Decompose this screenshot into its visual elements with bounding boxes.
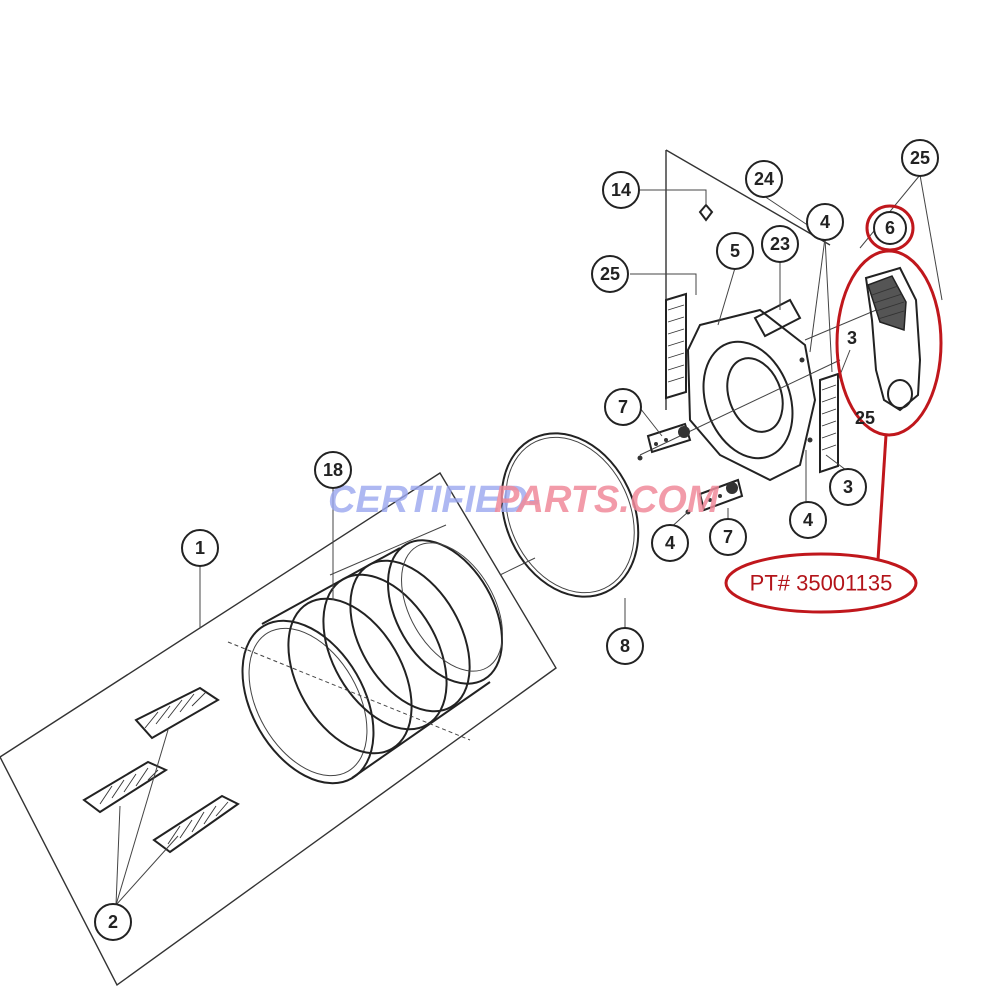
drum-shaft-line <box>329 524 447 576</box>
callout-25-lower: 25 <box>855 408 875 428</box>
svg-text:25: 25 <box>910 148 930 168</box>
callout-3-lower: 3 <box>829 468 867 506</box>
bulkhead-shaft-line <box>639 359 841 456</box>
baffle-1 <box>134 686 220 740</box>
callout-25-top: 25 <box>901 139 939 177</box>
drive-belt <box>499 432 640 630</box>
leader-4-top-a <box>809 237 826 353</box>
callout-14: 14 <box>602 171 640 209</box>
svg-text:4: 4 <box>820 212 830 232</box>
drum-front-rim <box>241 619 375 785</box>
bracket-23 <box>753 298 802 338</box>
baffle-2 <box>82 760 169 814</box>
leader-5 <box>717 267 736 326</box>
svg-text:3: 3 <box>843 477 853 497</box>
leader-2-b <box>115 729 169 906</box>
callout-3-upper: 3 <box>847 328 857 348</box>
callout-5: 5 <box>716 232 754 270</box>
highlighted-part: PT# 35001135 <box>724 204 943 614</box>
svg-text:18: 18 <box>323 460 343 480</box>
watermark-part-b: PARTS.COM <box>494 479 720 521</box>
callout-2: 2 <box>94 903 132 941</box>
callout-24: 24 <box>745 160 783 198</box>
svg-text:25: 25 <box>600 264 620 284</box>
drum-group-frame <box>0 472 557 987</box>
svg-text:23: 23 <box>770 234 790 254</box>
drum-axis-lower <box>227 641 471 741</box>
part-number-label: PT# 35001135 <box>750 571 893 596</box>
highlight-callout-6 <box>865 204 915 252</box>
svg-text:4: 4 <box>665 533 675 553</box>
leader-2-c <box>115 835 179 906</box>
slide-strip-left <box>665 292 687 400</box>
leader-25-top-b <box>919 174 943 301</box>
leader-4-top-b <box>824 237 833 373</box>
callout-18: 18 <box>314 451 352 489</box>
baffle-3 <box>152 794 240 854</box>
svg-text:25: 25 <box>855 408 875 428</box>
callout-7-upper: 7 <box>604 388 642 426</box>
callout-8: 8 <box>606 627 644 665</box>
drum-back-inner <box>401 542 503 672</box>
svg-text:2: 2 <box>108 912 118 932</box>
callout-4-bottom: 4 <box>789 501 827 539</box>
hook-14 <box>698 203 714 222</box>
bulkhead-opening-inner <box>726 357 784 433</box>
glide-hole <box>887 379 913 409</box>
highlight-connector <box>876 434 888 561</box>
callout-1: 1 <box>181 529 219 567</box>
screw-mid-right <box>807 437 813 443</box>
drum-ring-3 <box>349 559 471 713</box>
screw-left <box>637 455 643 461</box>
callout-6: 6 <box>873 211 907 245</box>
svg-text:7: 7 <box>723 527 733 547</box>
drum-bottom-edge <box>351 681 491 779</box>
bulkhead-opening-outer <box>702 340 794 460</box>
watermark: CERTIFIED- PARTS.COM <box>328 479 720 521</box>
watermark-part-a: CERTIFIED- <box>328 479 541 521</box>
slide-strip-right <box>819 372 839 474</box>
callout-4-top: 4 <box>806 203 844 241</box>
drum-ring-1 <box>287 597 413 755</box>
leader-2-a <box>115 805 121 906</box>
callout-7-lower: 7 <box>709 518 747 556</box>
svg-text:24: 24 <box>754 169 774 189</box>
svg-text:1: 1 <box>195 538 205 558</box>
leader-14 <box>640 189 707 205</box>
callouts: 1 2 18 8 7 7 4 4 <box>94 139 939 941</box>
svg-text:6: 6 <box>885 218 895 238</box>
leader-3-lower <box>825 454 847 471</box>
glide-pad <box>867 275 907 332</box>
callout-23: 23 <box>761 225 799 263</box>
belt-link-line <box>499 557 536 576</box>
belt-outer <box>500 432 640 598</box>
callout-25-left: 25 <box>591 255 629 293</box>
drum-top-edge <box>261 547 401 625</box>
drum-assembly <box>0 472 557 987</box>
part-number-oval <box>724 552 918 614</box>
svg-text:3: 3 <box>847 328 857 348</box>
frame-top-edge <box>665 149 831 246</box>
drum-front-inner <box>248 627 368 777</box>
drum-ring-2 <box>322 573 448 731</box>
svg-text:5: 5 <box>730 241 740 261</box>
screw-upper-right <box>799 357 805 363</box>
svg-text:7: 7 <box>618 397 628 417</box>
leader-25-left <box>630 273 697 295</box>
svg-text:4: 4 <box>803 510 813 530</box>
svg-text:14: 14 <box>611 180 631 200</box>
callout-4-left: 4 <box>651 524 689 562</box>
roller-upper <box>646 422 692 454</box>
leader-7-upper <box>639 407 663 437</box>
roller-lower <box>698 478 744 512</box>
svg-text:8: 8 <box>620 636 630 656</box>
drum-back-rim <box>387 539 503 685</box>
belt-inner <box>505 436 635 594</box>
bulkhead-plate <box>686 308 817 482</box>
